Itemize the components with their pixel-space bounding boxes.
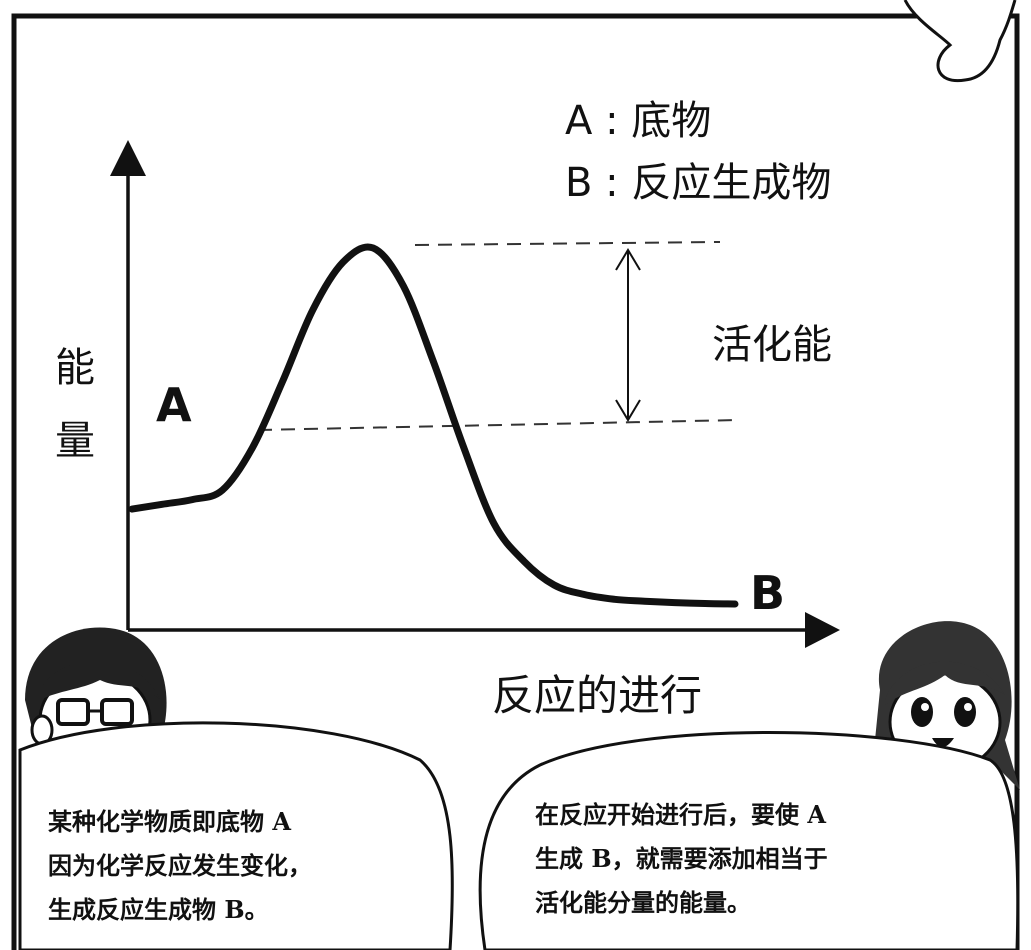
bubble-right-line-3: 活化能分量的能量。 bbox=[535, 888, 751, 917]
legend-text-b: 反应生成物 bbox=[631, 160, 832, 206]
peak-reference-line bbox=[414, 241, 721, 246]
speech-bubble-left bbox=[18, 721, 454, 950]
bubble-left-line-2: 因为化学反应发生变化， bbox=[48, 851, 312, 880]
hand-icon bbox=[903, 0, 1017, 83]
bubble-right-line-2: 生成 B，就需要添加相当于 bbox=[535, 844, 828, 873]
point-label-a: A bbox=[156, 378, 192, 432]
legend-key-a: A bbox=[565, 98, 593, 144]
chart-axes bbox=[110, 140, 840, 648]
legend-row-a: A : 底物 bbox=[565, 98, 712, 144]
activation-energy-arrow bbox=[615, 248, 641, 422]
start-reference-line bbox=[257, 419, 741, 431]
bubble-right-text: 在反应开始进行后，要使 A 生成 B，就需要添加相当于 活化能分量的能量。 bbox=[535, 793, 828, 925]
point-label-b: B bbox=[750, 566, 786, 620]
panel-border bbox=[11, 13, 1020, 950]
y-axis-arrow-icon bbox=[110, 140, 146, 176]
speech-bubble-right bbox=[478, 731, 1020, 950]
y-axis-label-char-2: 量 bbox=[55, 418, 95, 464]
legend-key-b: B bbox=[565, 160, 593, 206]
x-axis-arrow-icon bbox=[805, 612, 840, 648]
bubble-left-line-1: 某种化学物质即底物 A bbox=[48, 807, 291, 836]
x-axis-label: 反应的进行 bbox=[492, 671, 703, 720]
energy-curve bbox=[128, 243, 739, 608]
legend-row-b: B : 反应生成物 bbox=[565, 160, 832, 206]
legend-text-a: 底物 bbox=[631, 98, 712, 144]
bubble-left-line-3: 生成反应生成物 B。 bbox=[48, 895, 269, 924]
bubble-left-text: 某种化学物质即底物 A 因为化学反应发生变化， 生成反应生成物 B。 bbox=[48, 800, 312, 932]
bubble-right-line-1: 在反应开始进行后，要使 A bbox=[535, 800, 826, 829]
activation-energy-label: 活化能 bbox=[712, 322, 832, 368]
y-axis-label-char-1: 能 bbox=[55, 345, 95, 391]
